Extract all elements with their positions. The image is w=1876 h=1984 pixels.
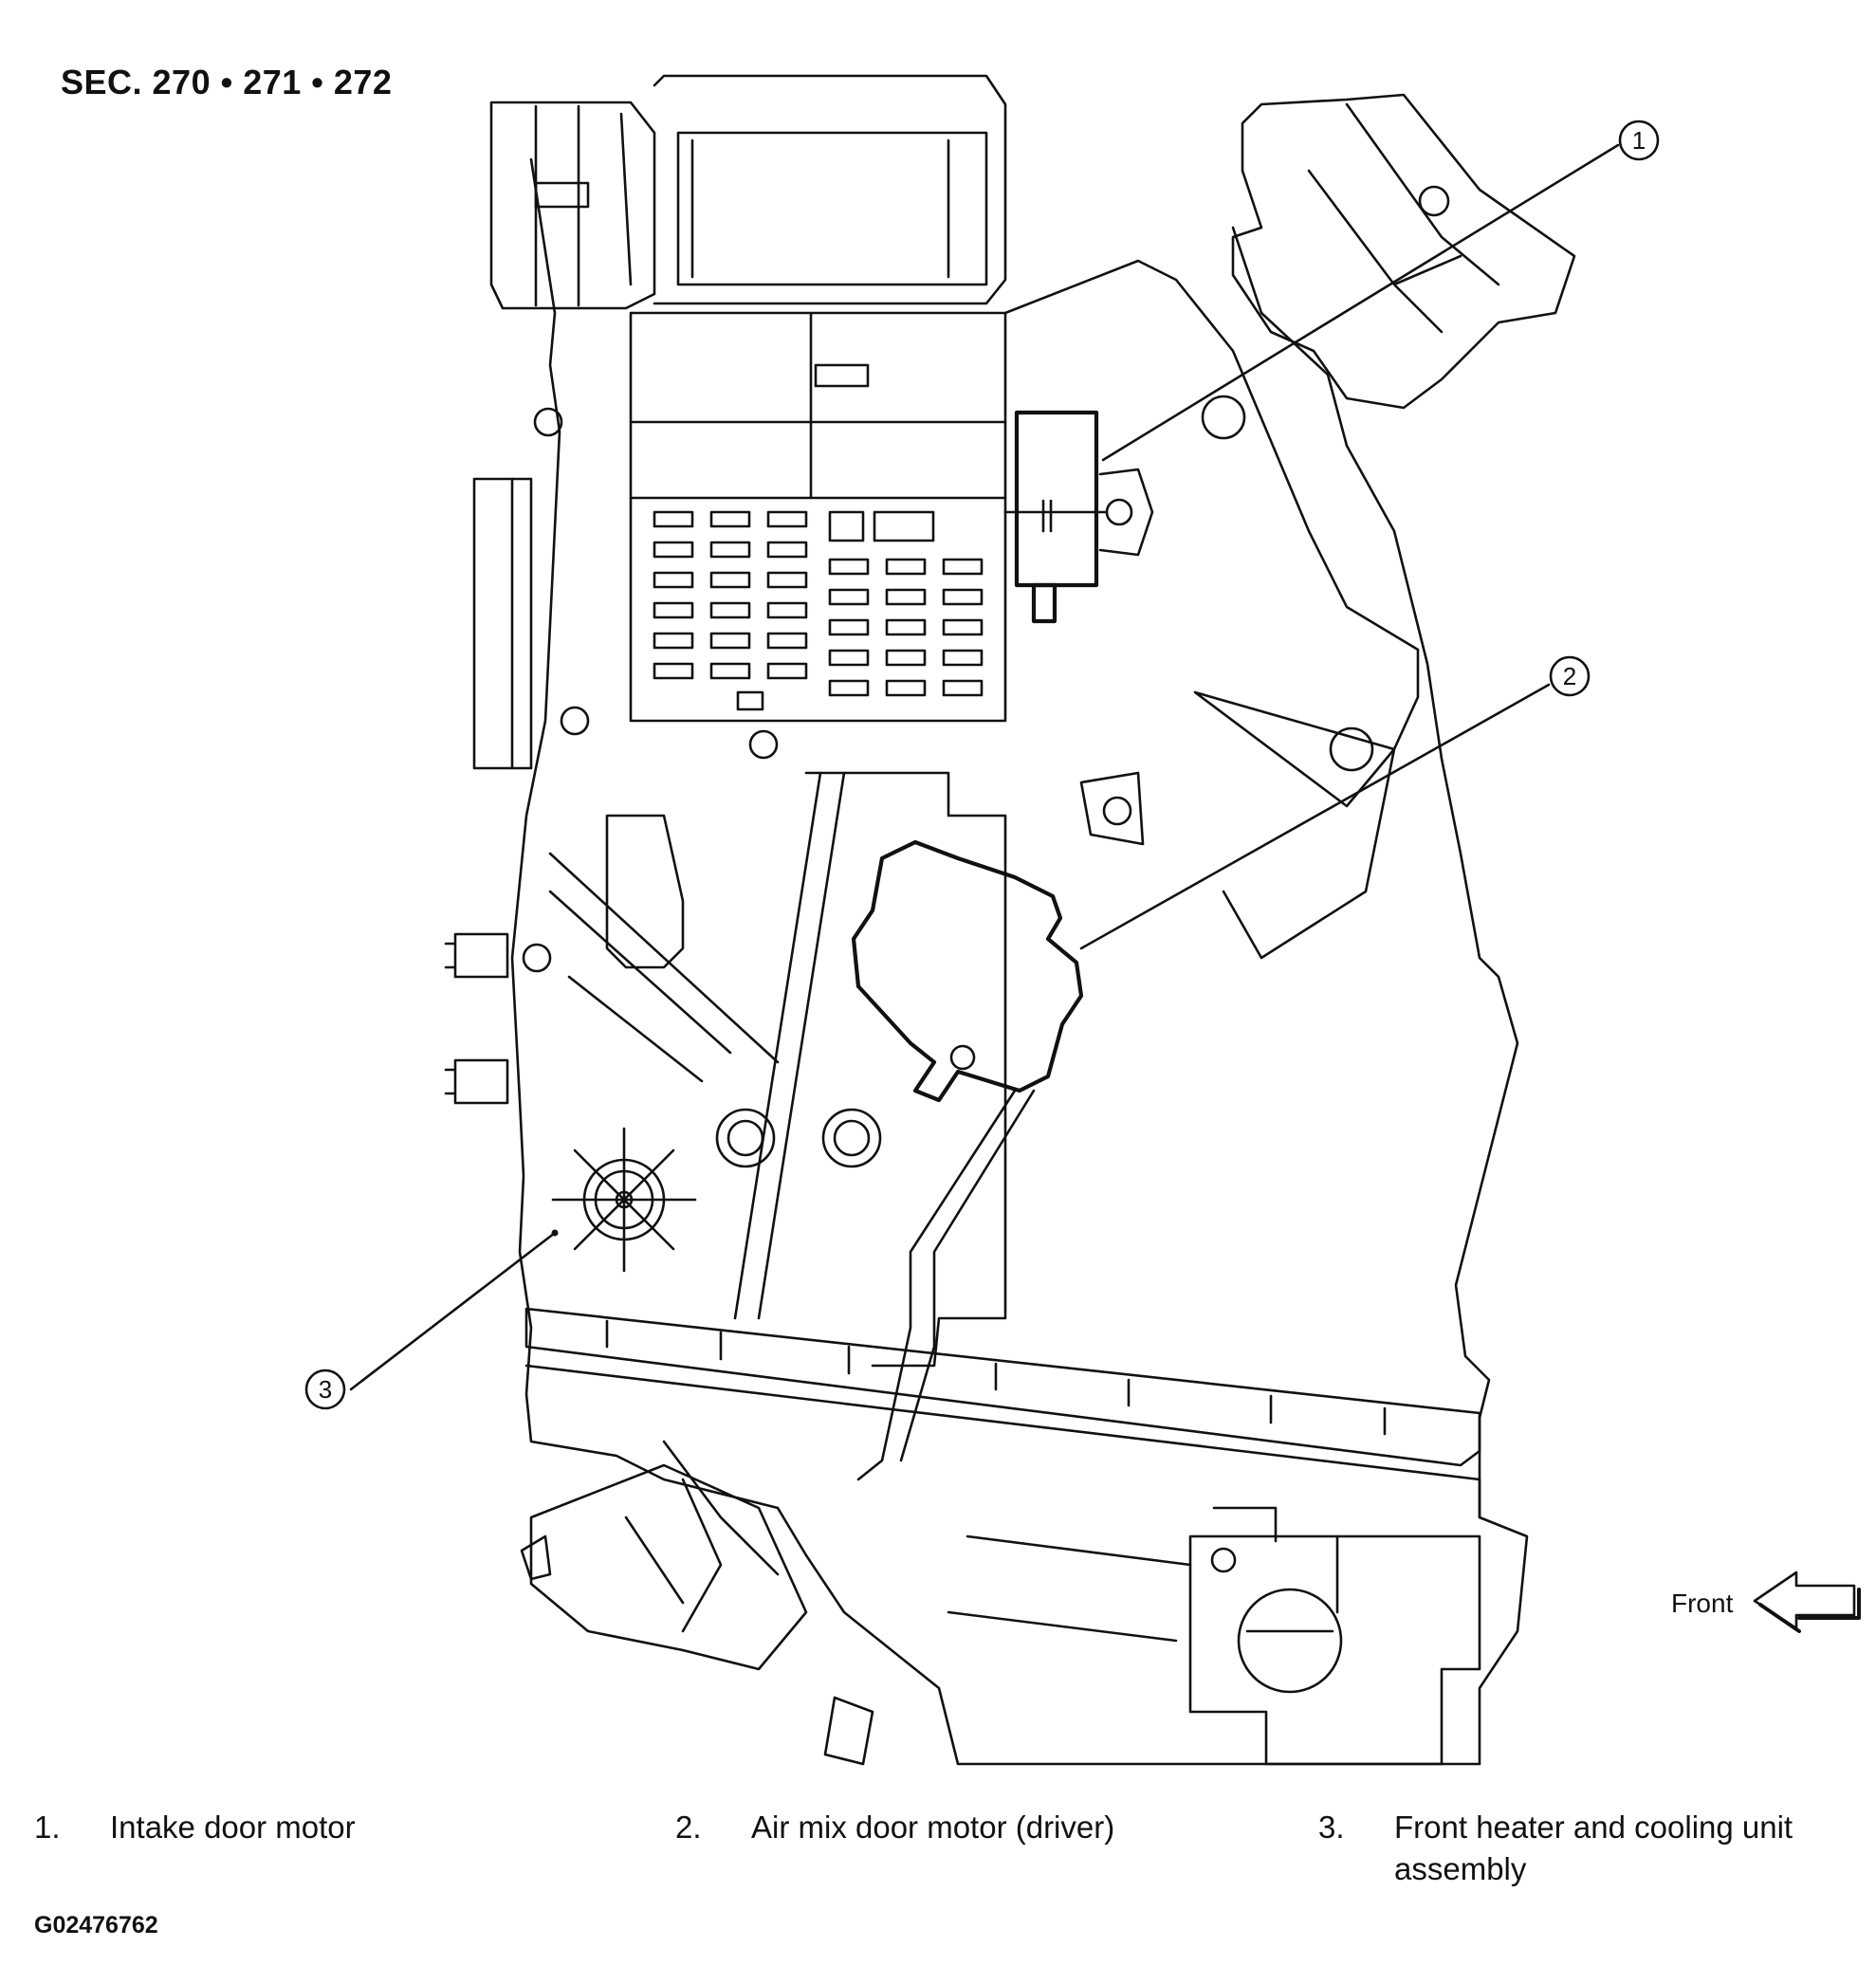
front-arrow-icon [1753, 1571, 1856, 1630]
upper-slot [814, 363, 870, 388]
bottom-bar [947, 1534, 1192, 1643]
leader-line-3 [349, 1231, 557, 1391]
center-clip [748, 729, 779, 760]
right-arm-hole-2 [1329, 726, 1374, 772]
lower-tray [524, 1364, 1481, 1576]
right-pivot-bracket [1079, 771, 1145, 846]
lower-left-block-inner [624, 1478, 723, 1633]
top-window-inner [690, 138, 950, 279]
left-clip-2 [560, 706, 590, 736]
intake-motor-pivot [1105, 498, 1133, 526]
top-window [676, 131, 988, 286]
section-title: SEC. 270 • 271 • 272 [61, 63, 393, 101]
left-ribbed-duct [605, 814, 685, 969]
right-arm-hole-1 [1201, 395, 1246, 440]
bottom-right-box [1188, 1534, 1481, 1766]
leader-line-2 [1079, 683, 1551, 950]
left-clip-a [444, 932, 509, 979]
intake-motor-tab [1031, 582, 1058, 624]
right-arm-wedge [1193, 690, 1396, 808]
leader-line-1 [1101, 143, 1620, 462]
intake-motor-shaft [1003, 499, 1107, 533]
callout-2-circle [1549, 655, 1591, 697]
callout-2-text: 2 [1563, 662, 1576, 690]
right-arm [1003, 259, 1420, 960]
center-column-left [733, 771, 846, 1320]
column-hole-2-inner [833, 1119, 871, 1157]
center-column [804, 771, 1007, 1368]
legend-number: 2. [675, 1809, 702, 1845]
legend-text: Intake door motor [110, 1809, 356, 1845]
bottom-right-hub [1237, 1588, 1343, 1694]
figure-id: G02476762 [34, 1912, 158, 1938]
left-block [472, 477, 533, 770]
air-mix-lever [856, 1089, 1017, 1481]
unit-wheel [551, 1127, 697, 1273]
lower-housing-ticks [605, 1319, 1387, 1436]
callout-1-text: 1 [1632, 126, 1646, 155]
legend-text: Air mix door motor (driver) [751, 1809, 1115, 1845]
legend-number: 1. [34, 1809, 61, 1845]
front-arrow-shadow [1758, 1588, 1861, 1633]
callout-3-text: 3 [319, 1375, 332, 1404]
top-left-slot [534, 181, 590, 209]
right-duct-hole [1418, 185, 1450, 217]
air-mix-door-motor [851, 839, 1084, 1103]
bottom-clip [823, 1696, 874, 1766]
right-pivot [1102, 796, 1132, 826]
bottom-right-inner [1212, 1506, 1339, 1614]
air-mix-motor-hub [949, 1044, 976, 1071]
intake-motor-bracket [1098, 468, 1154, 557]
bottom-hole [1210, 1547, 1237, 1573]
lower-left-block [529, 1463, 808, 1671]
left-clip-1 [533, 407, 563, 437]
callout-3-circle [304, 1369, 346, 1410]
unit-top-left-block [489, 101, 656, 310]
upper-housing-dividers [629, 311, 1007, 500]
legend-text: Front heater and cooling unit assembly [1394, 1809, 1793, 1886]
unit-outer-outline [510, 157, 1529, 1766]
upper-housing [629, 311, 1007, 723]
left-clip-b [444, 1058, 509, 1105]
air-mix-lever-2 [899, 1089, 1036, 1462]
front-direction-label: Front [1671, 1589, 1734, 1618]
column-hole-1-inner [726, 1119, 764, 1157]
vent-grid [653, 510, 984, 711]
right-duct-inner [1307, 102, 1500, 334]
unit-top-frame [653, 74, 1007, 305]
left-clip-3 [522, 943, 552, 973]
right-duct [1231, 93, 1576, 410]
left-diagonal [548, 852, 780, 1083]
legend-number: 3. [1318, 1809, 1345, 1845]
lower-housing [524, 1307, 1481, 1467]
column-hole-1 [715, 1108, 776, 1168]
leader-dot-3 [551, 1229, 559, 1237]
lower-clip [520, 1534, 552, 1581]
intake-door-motor [1014, 410, 1099, 588]
callout-1-circle [1618, 119, 1660, 161]
column-hole-2 [821, 1108, 882, 1168]
